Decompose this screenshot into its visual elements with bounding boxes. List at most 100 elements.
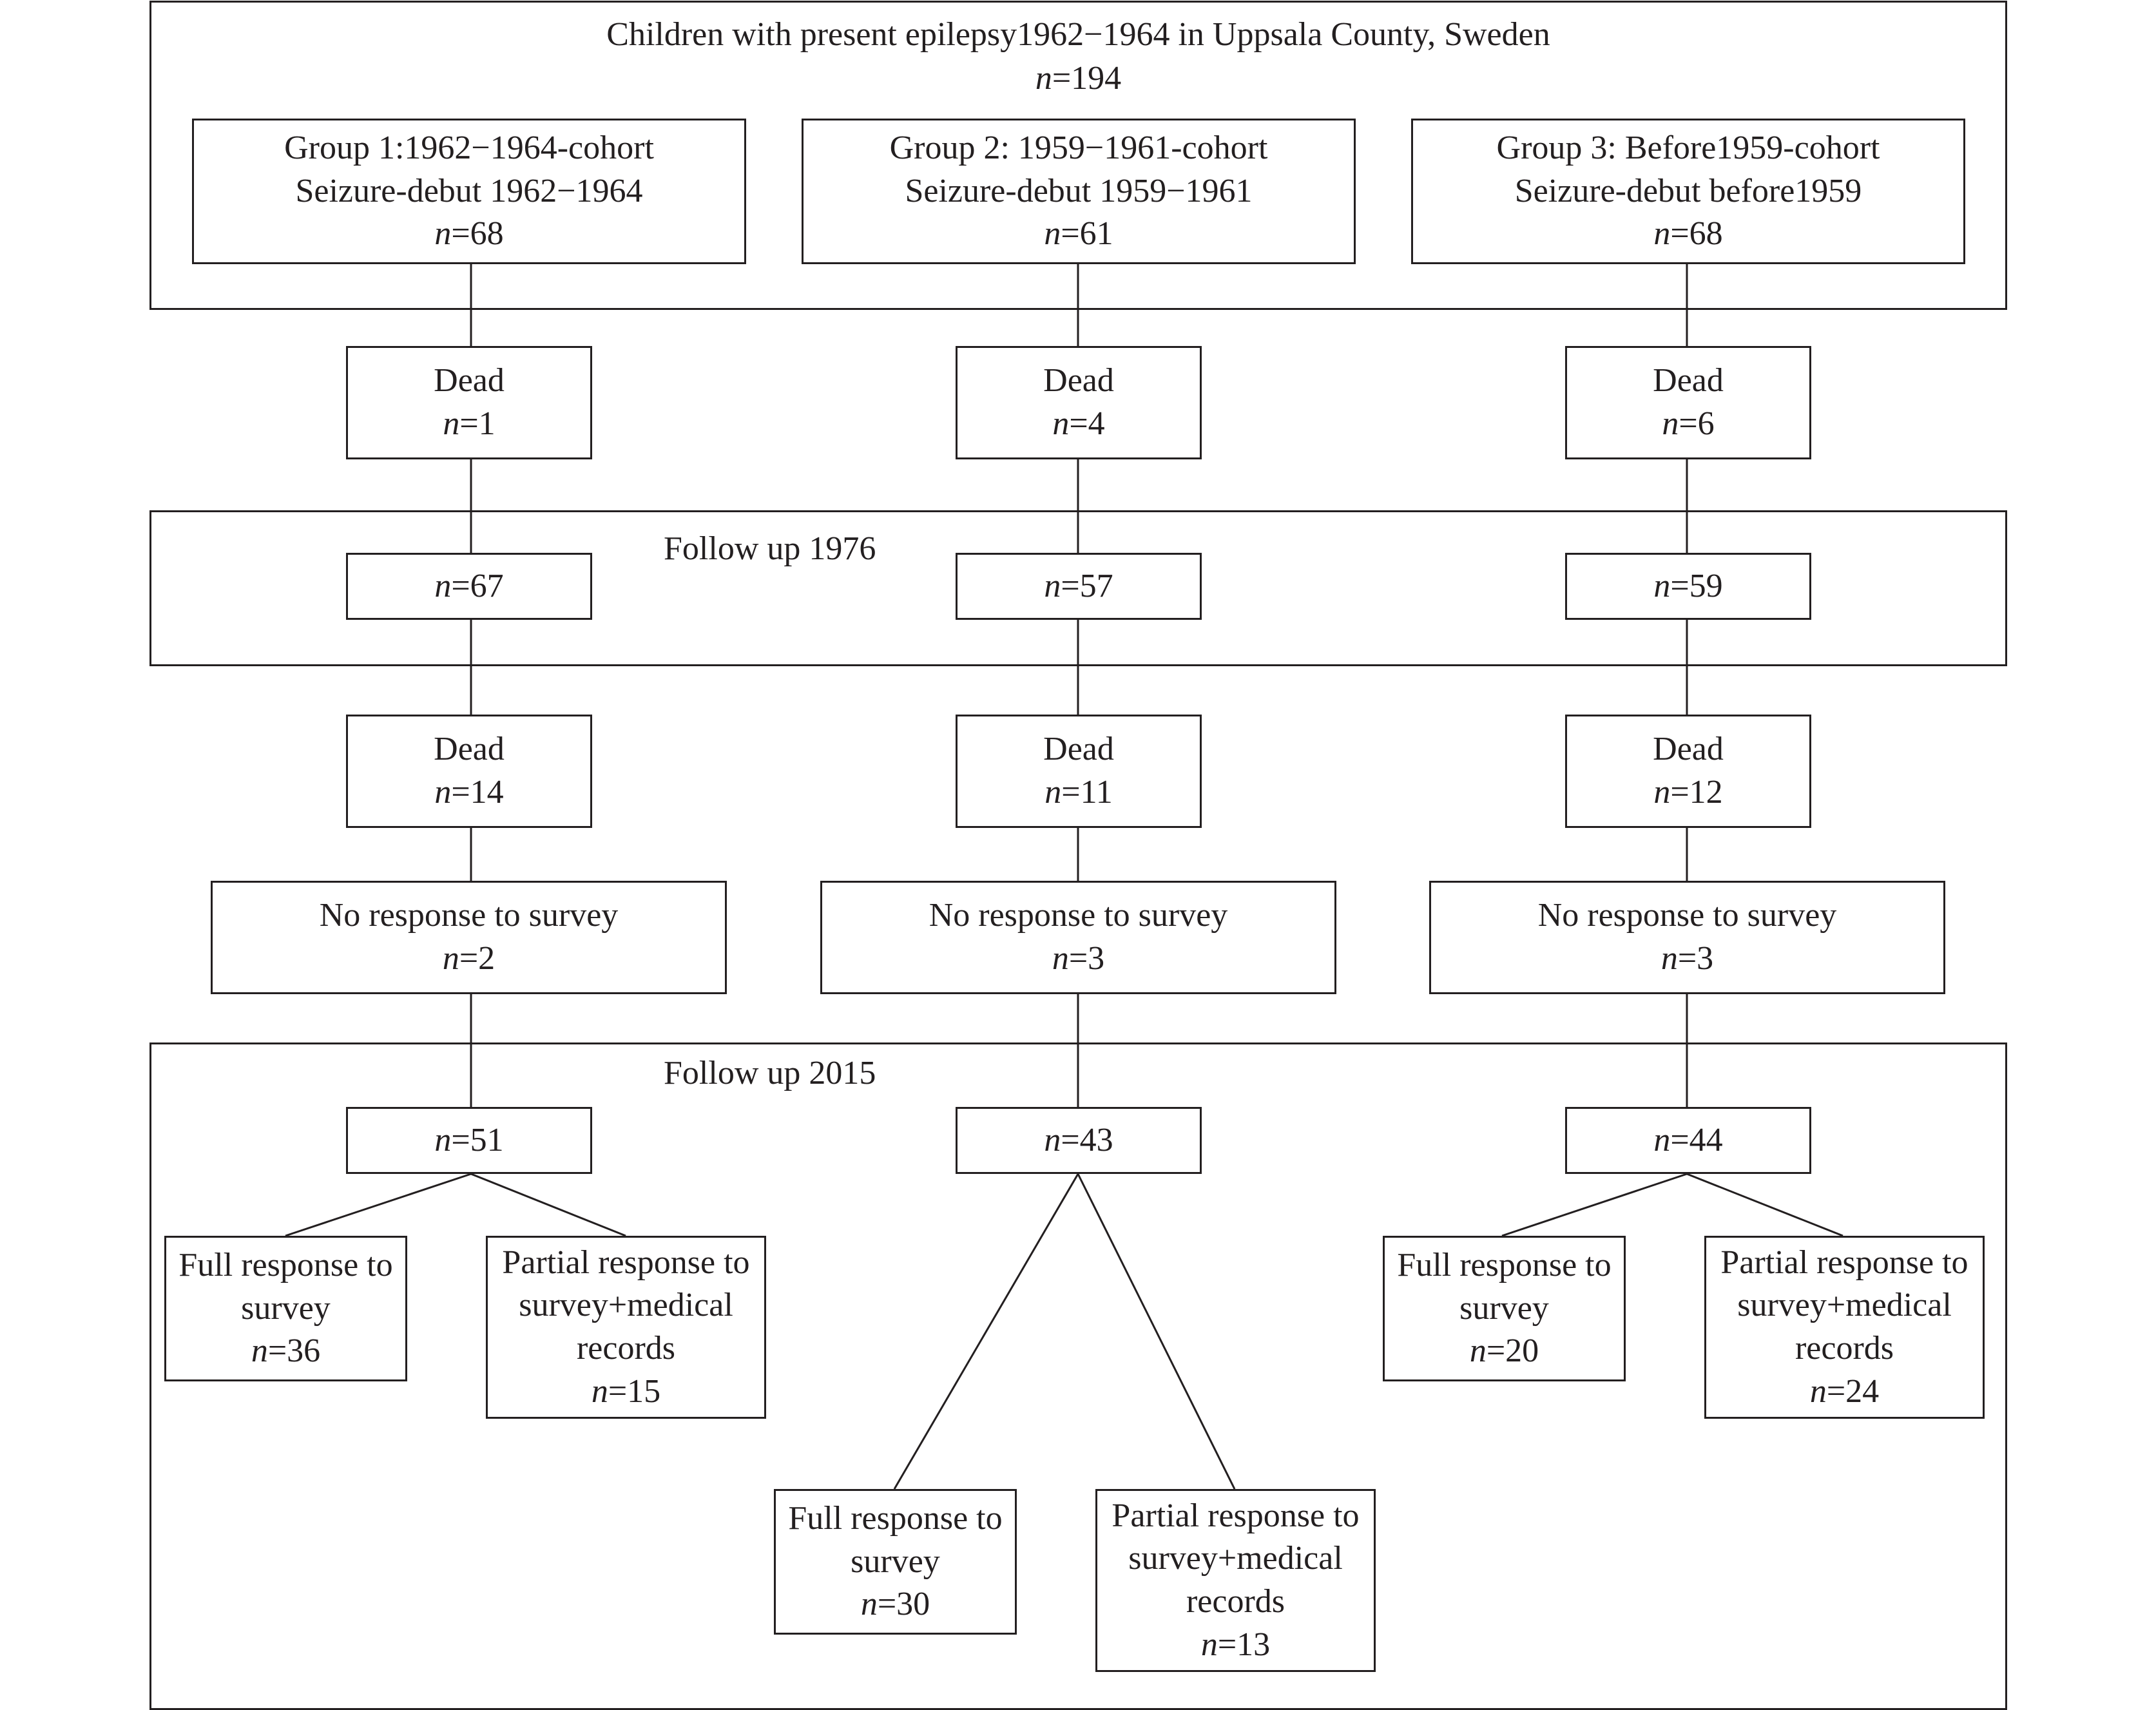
dead-label: Dead bbox=[1043, 731, 1114, 768]
group-3-n: n=68 bbox=[1653, 213, 1722, 256]
group-2-n-value: 61 bbox=[1079, 215, 1113, 253]
dead-label: Dead bbox=[1653, 362, 1724, 399]
n-symbol: n bbox=[1044, 1121, 1061, 1158]
group-2-followup-2015-n: n=43 bbox=[1044, 1119, 1113, 1162]
n-symbol: n bbox=[1052, 405, 1070, 442]
group-2-dead-1-n-value: 4 bbox=[1088, 405, 1105, 442]
n-symbol: n bbox=[591, 1372, 608, 1410]
group-1-followup-2015-n: n=51 bbox=[434, 1119, 503, 1162]
group-1-dead-2-n-value: 14 bbox=[470, 774, 504, 811]
group-2-partial-response-n: n=13 bbox=[1201, 1624, 1270, 1667]
group-3-dead-1-n-value: 6 bbox=[1697, 405, 1715, 442]
group-1-name: Group 1:1962−1964-cohort bbox=[284, 130, 654, 167]
equals-sign: = bbox=[608, 1372, 628, 1410]
full-response-line-2: survey bbox=[851, 1542, 940, 1580]
n-symbol: n bbox=[1200, 1626, 1218, 1663]
full-response-line-1: Full response to bbox=[178, 1247, 393, 1284]
n-symbol: n bbox=[434, 1121, 452, 1158]
partial-response-line-1: Partial response to bbox=[502, 1244, 750, 1281]
connector-group-3-partial bbox=[1686, 1173, 1843, 1237]
no-response-label: No response to survey bbox=[929, 897, 1228, 934]
group-1-partial-response-box: Partial response to survey+medical recor… bbox=[486, 1236, 766, 1419]
group-3-followup-1976-n: n=59 bbox=[1653, 565, 1722, 608]
partial-response-line-2: survey+medical bbox=[1737, 1287, 1952, 1324]
partial-response-line-1: Partial response to bbox=[1112, 1497, 1360, 1534]
group-2-debut: Seizure-debut 1959−1961 bbox=[905, 172, 1253, 209]
group-1-dead-2-box: Dead n=14 bbox=[346, 715, 592, 828]
connector-group-2-full bbox=[893, 1173, 1079, 1490]
population-n: n=194 bbox=[151, 57, 2005, 101]
no-response-label: No response to survey bbox=[1537, 897, 1837, 934]
n-symbol: n bbox=[251, 1332, 268, 1370]
group-3-dead-2-n: n=12 bbox=[1653, 771, 1722, 814]
group-3-no-response-box: No response to survey n=3 bbox=[1429, 881, 1945, 994]
group-2-followup-1976-n-value: 57 bbox=[1079, 567, 1113, 604]
equals-sign: = bbox=[1486, 1332, 1506, 1370]
group-2-n: n=61 bbox=[1044, 213, 1113, 256]
group-1-full-response-n-value: 36 bbox=[287, 1332, 321, 1370]
group-2-full-response-n-value: 30 bbox=[896, 1586, 930, 1623]
n-symbol: n bbox=[1660, 940, 1678, 977]
equals-sign: = bbox=[451, 1121, 470, 1158]
group-2-dead-1-n: n=4 bbox=[1052, 403, 1104, 446]
group-2-followup-2015-n-value: 43 bbox=[1079, 1121, 1113, 1158]
equals-sign: = bbox=[1670, 215, 1689, 253]
group-1-dead-1-n: n=1 bbox=[443, 403, 495, 446]
equals-sign: = bbox=[451, 567, 470, 604]
group-3-debut: Seizure-debut before1959 bbox=[1514, 172, 1862, 209]
group-2-followup-1976-n: n=57 bbox=[1044, 565, 1113, 608]
partial-response-line-3: records bbox=[1795, 1330, 1894, 1367]
equals-sign: = bbox=[451, 774, 470, 811]
group-2-dead-1-box: Dead n=4 bbox=[956, 346, 1202, 459]
n-symbol: n bbox=[434, 215, 452, 253]
population-n-value: 194 bbox=[1071, 59, 1122, 97]
group-3-followup-1976-box: n=59 bbox=[1565, 553, 1811, 620]
equals-sign: = bbox=[459, 405, 479, 442]
full-response-line-2: survey bbox=[241, 1289, 331, 1327]
group-2-dead-2-n-value: 11 bbox=[1080, 774, 1113, 811]
group-1-dead-2-n: n=14 bbox=[434, 771, 503, 814]
partial-response-line-3: records bbox=[576, 1330, 676, 1367]
connector-group-2-partial bbox=[1077, 1173, 1236, 1490]
population-title-text: Children with present epilepsy1962−1964 … bbox=[606, 16, 1550, 53]
n-symbol: n bbox=[1044, 774, 1062, 811]
group-2-dead-2-box: Dead n=11 bbox=[956, 715, 1202, 828]
dead-label: Dead bbox=[1043, 362, 1114, 399]
group-2-dead-2-n: n=11 bbox=[1044, 771, 1112, 814]
equals-sign: = bbox=[451, 215, 470, 253]
full-response-line-2: survey bbox=[1459, 1289, 1549, 1327]
group-1-n: n=68 bbox=[434, 213, 503, 256]
dead-label: Dead bbox=[1653, 731, 1724, 768]
n-symbol: n bbox=[860, 1586, 878, 1623]
group-3-dead-1-box: Dead n=6 bbox=[1565, 346, 1811, 459]
equals-sign: = bbox=[1670, 567, 1689, 604]
n-symbol: n bbox=[442, 940, 459, 977]
group-1-partial-response-n: n=15 bbox=[592, 1370, 660, 1414]
group-1-dead-1-n-value: 1 bbox=[478, 405, 496, 442]
no-response-label: No response to survey bbox=[319, 897, 619, 934]
group-3-dead-2-box: Dead n=12 bbox=[1565, 715, 1811, 828]
group-3-box: Group 3: Before1959-cohort Seizure-debut… bbox=[1411, 119, 1965, 264]
n-symbol: n bbox=[1653, 774, 1671, 811]
group-2-box: Group 2: 1959−1961-cohort Seizure-debut … bbox=[802, 119, 1356, 264]
equals-sign: = bbox=[1061, 774, 1081, 811]
group-1-partial-response-n-value: 15 bbox=[627, 1372, 661, 1410]
partial-response-line-2: survey+medical bbox=[1128, 1540, 1343, 1577]
group-1-followup-2015-box: n=51 bbox=[346, 1107, 592, 1174]
group-2-name: Group 2: 1959−1961-cohort bbox=[889, 130, 1268, 167]
group-3-followup-2015-box: n=44 bbox=[1565, 1107, 1811, 1174]
group-2-no-response-n: n=3 bbox=[1052, 937, 1104, 981]
dead-label: Dead bbox=[434, 362, 505, 399]
group-1-box: Group 1:1962−1964-cohort Seizure-debut 1… bbox=[192, 119, 746, 264]
n-symbol: n bbox=[434, 774, 452, 811]
full-response-line-1: Full response to bbox=[1397, 1247, 1612, 1284]
equals-sign: = bbox=[1677, 940, 1697, 977]
equals-sign: = bbox=[1061, 567, 1080, 604]
n-symbol: n bbox=[1035, 59, 1052, 97]
group-1-followup-1976-n-value: 67 bbox=[470, 567, 504, 604]
n-symbol: n bbox=[1044, 567, 1061, 604]
n-symbol: n bbox=[434, 567, 452, 604]
group-2-followup-1976-box: n=57 bbox=[956, 553, 1202, 620]
group-1-full-response-box: Full response to survey n=36 bbox=[164, 1236, 407, 1381]
